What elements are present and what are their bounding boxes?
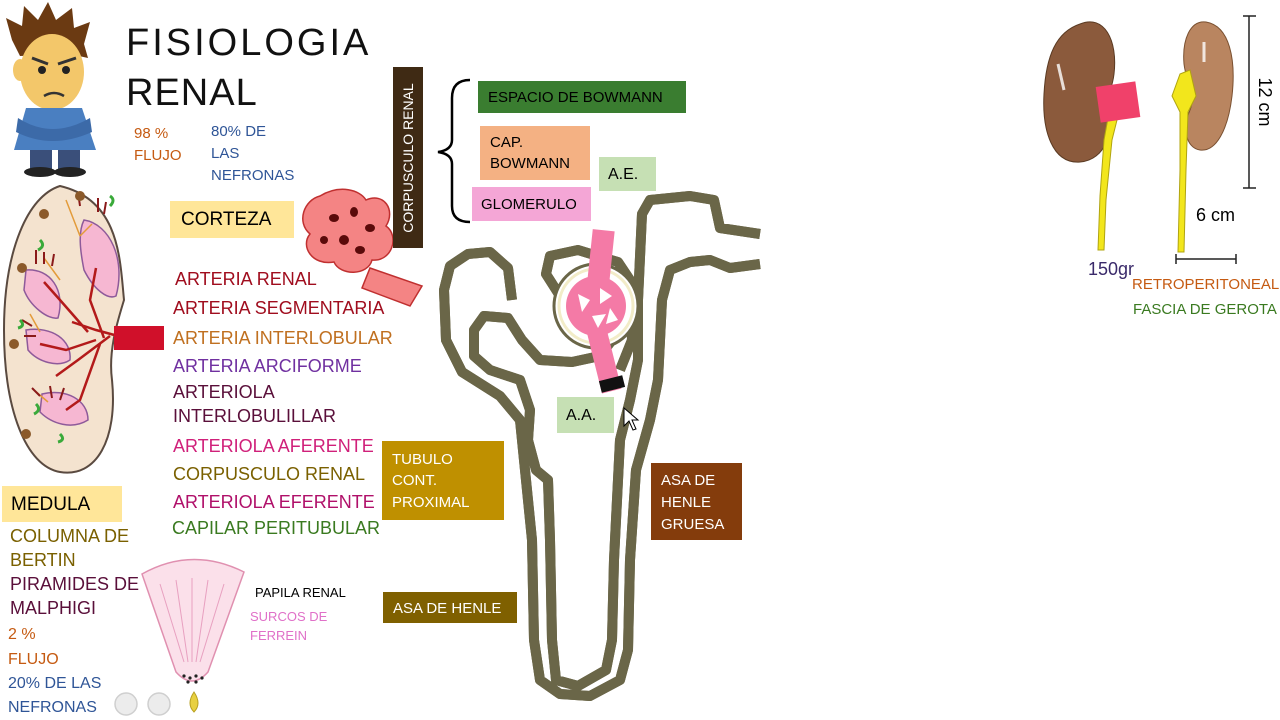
columna-line1: COLUMNA DE (10, 526, 130, 546)
kidney-cross-section-icon (2, 184, 164, 474)
flow-percent: 98 % (134, 125, 169, 142)
page-title-line2: RENAL (126, 72, 258, 114)
artery-item: ARTERIOLA (173, 382, 275, 402)
kidney-weight-label: 150gr (1088, 259, 1135, 279)
medula-label-box (2, 486, 122, 522)
asa-gruesa-box (651, 463, 742, 540)
fascia-gerota-label: FASCIA DE GEROTA (1133, 301, 1277, 318)
piramides-line1: PIRAMIDES DE (10, 574, 140, 594)
cap-bowmann-line2: BOWMANN (490, 155, 570, 172)
artery-item: CAPILAR PERITUBULAR (172, 518, 381, 538)
page-title-line1: FISIOLOGIA (126, 22, 372, 64)
nephrons-line2: LAS (211, 145, 240, 162)
flow-label: FLUJO (134, 147, 182, 164)
bowman-capsule-icon (552, 229, 640, 394)
measure-lines-icon (1175, 15, 1256, 264)
corpusculo-renal-box (393, 67, 423, 248)
piramides-line2: MALPHIGI (10, 598, 97, 618)
medula-nephrons-line1: 20% DE LAS (8, 675, 102, 692)
kidney-height-label: 12 cm (1255, 77, 1275, 127)
asa-henle-label: ASA DE HENLE (393, 600, 502, 617)
kidney-width-label: 6 cm (1196, 205, 1236, 225)
nephrons-line3: NEFRONAS (211, 167, 295, 184)
surcos-line2: FERREIN (250, 628, 308, 643)
medula-flujo: FLUJO (8, 651, 59, 668)
ae-box (599, 157, 656, 191)
surcos-line1: SURCOS DE (250, 609, 328, 624)
renal-papilla-icon (141, 558, 245, 713)
artery-item: ARTERIOLA AFERENTE (173, 436, 374, 456)
retroperitoneal-label: RETROPERITONEAL (1132, 276, 1280, 293)
aa-label: A.A. (566, 407, 597, 424)
asa-gruesa-line1: ASA DE (661, 472, 716, 489)
ae-label: A.E. (608, 166, 639, 183)
medula-percent: 2 % (8, 626, 36, 643)
columna-line2: BERTIN (10, 550, 76, 570)
asa-gruesa-line2: HENLE (661, 494, 712, 511)
artery-item: CORPUSCULO RENAL (173, 464, 366, 484)
cap-bowmann-line1: CAP. (490, 134, 524, 151)
medula-nephrons-line2: NEFRONAS (8, 699, 97, 716)
artery-item: ARTERIA INTERLOBULAR (173, 328, 393, 348)
bracket-icon (437, 78, 471, 224)
tubulo-line1: TUBULO (392, 451, 453, 468)
artery-item: INTERLOBULILLAR (173, 406, 337, 426)
mouse-cursor-icon (623, 406, 640, 431)
kidney-side-view-icon (1171, 21, 1234, 253)
tubulo-box (382, 441, 504, 520)
fullscreen-icon[interactable] (114, 692, 138, 716)
aa-box (557, 397, 614, 433)
glomerulo-label: GLOMERULO (481, 196, 577, 213)
cartoon-student-icon (6, 2, 96, 177)
kidney-front-view-icon (1043, 21, 1141, 251)
glomerulus-icon (302, 188, 424, 307)
cap-bowmann-box (480, 126, 590, 180)
medula-label: MEDULA (11, 494, 91, 515)
glomerulo-box (472, 187, 591, 221)
corteza-label-box (170, 201, 294, 238)
artery-item: ARTERIA ARCIFORME (173, 356, 362, 376)
papila-label: PAPILA RENAL (255, 585, 346, 600)
asa-henle-box (383, 592, 517, 623)
corteza-label: CORTEZA (181, 209, 272, 230)
corpusculo-renal-label: CORPUSCULO RENAL (400, 83, 416, 233)
artery-item: ARTERIA RENAL (175, 269, 317, 289)
tubulo-line2: CONT. (392, 472, 437, 489)
espacio-bowmann-box (478, 81, 686, 113)
tubulo-line3: PROXIMAL (392, 494, 470, 511)
zoom-icon[interactable] (147, 692, 171, 716)
espacio-bowmann-label: ESPACIO DE BOWMANN (488, 89, 663, 106)
asa-gruesa-line3: GRUESA (661, 516, 725, 533)
artery-item: ARTERIOLA EFERENTE (173, 492, 375, 512)
nephrons-line1: 80% DE (211, 123, 267, 140)
artery-item: ARTERIA SEGMENTARIA (173, 298, 385, 318)
